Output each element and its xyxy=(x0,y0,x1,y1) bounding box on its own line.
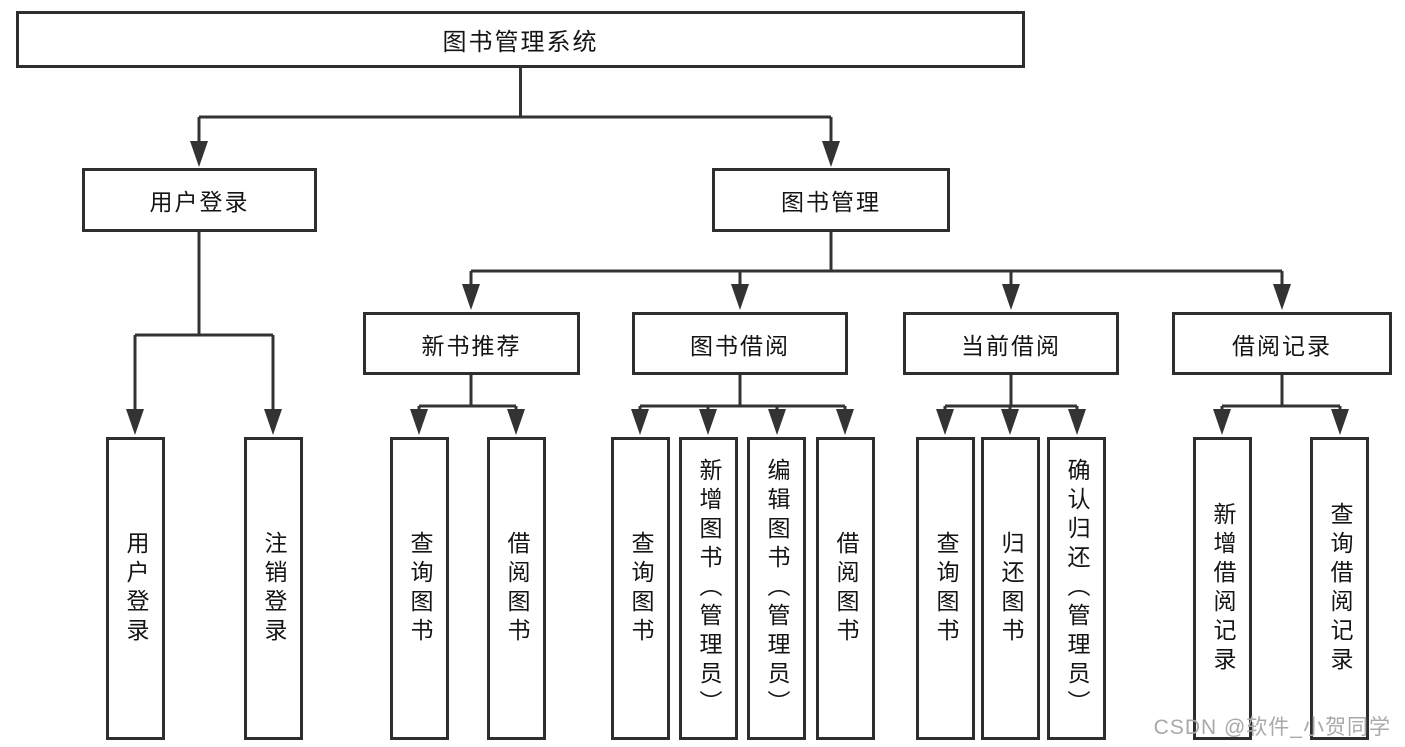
leaf-edit-book-admin: 编辑图书（管理员） xyxy=(747,437,806,740)
arrowhead-icon xyxy=(822,141,840,167)
leaf-label: 新增借阅记录 xyxy=(1210,501,1236,676)
leaf-label: 查询图书 xyxy=(628,530,654,647)
arrowhead-icon xyxy=(1068,409,1086,435)
leaf-label: 用户登录 xyxy=(123,530,149,647)
leaf-logout: 注销登录 xyxy=(244,437,303,740)
leaf-label: 借阅图书 xyxy=(833,530,859,647)
arrowhead-icon xyxy=(699,409,717,435)
connector-newbook-branch xyxy=(417,375,518,411)
node-root-label: 图书管理系统 xyxy=(442,29,599,56)
arrowhead-icon xyxy=(190,141,208,167)
leaf-borrow-books: 借阅图书 xyxy=(816,437,875,740)
arrowhead-icon xyxy=(264,409,282,435)
arrowhead-icon xyxy=(1273,284,1291,310)
arrowhead-icon xyxy=(1213,409,1231,435)
arrowhead-icon xyxy=(631,409,649,435)
arrowhead-icon xyxy=(1002,284,1020,310)
node-label: 图书管理 xyxy=(781,189,881,215)
arrowhead-icon xyxy=(768,409,786,435)
leaf-label: 确认归还（管理员） xyxy=(1064,458,1090,719)
leaf-label: 归还图书 xyxy=(998,530,1024,647)
leaf-add-borrow-record: 新增借阅记录 xyxy=(1193,437,1252,740)
connector-current-branch xyxy=(943,375,1079,411)
node-label: 图书借阅 xyxy=(690,332,790,359)
leaf-add-book-admin: 新增图书（管理员） xyxy=(679,437,738,740)
arrowhead-icons xyxy=(126,141,1349,435)
arrowhead-icon xyxy=(1001,409,1019,435)
leaf-label: 借阅图书 xyxy=(504,530,530,647)
node-current-borrow: 当前借阅 xyxy=(903,312,1119,375)
leaf-label: 编辑图书（管理员） xyxy=(764,458,790,719)
leaf-query-books-recommend: 查询图书 xyxy=(390,437,449,740)
leaf-label: 新增图书（管理员） xyxy=(696,458,722,719)
arrowhead-icon xyxy=(936,409,954,435)
node-book-borrow: 图书借阅 xyxy=(632,312,848,375)
leaf-query-books-current: 查询图书 xyxy=(916,437,975,740)
arrowhead-icon xyxy=(731,284,749,310)
arrowhead-icon xyxy=(462,284,480,310)
leaf-borrow-books-recommend: 借阅图书 xyxy=(487,437,546,740)
node-label: 当前借阅 xyxy=(961,332,1061,359)
leaf-user-login: 用户登录 xyxy=(106,437,165,740)
node-new-book-recommend: 新书推荐 xyxy=(363,312,580,375)
leaf-return-book: 归还图书 xyxy=(981,437,1040,740)
arrowhead-icon xyxy=(1331,409,1349,435)
node-label: 借阅记录 xyxy=(1232,332,1332,359)
node-book-management-module: 图书管理 xyxy=(712,168,950,232)
connector-book-to-level3 xyxy=(469,232,1284,286)
arrowhead-icon xyxy=(507,409,525,435)
leaf-confirm-return-admin: 确认归还（管理员） xyxy=(1047,437,1106,740)
node-user-login-module: 用户登录 xyxy=(82,168,317,232)
node-borrow-records: 借阅记录 xyxy=(1172,312,1392,375)
arrowhead-icon xyxy=(410,409,428,435)
arrowhead-icon xyxy=(836,409,854,435)
node-label: 新书推荐 xyxy=(421,332,522,359)
leaf-query-borrow-record: 查询借阅记录 xyxy=(1310,437,1369,740)
leaf-label: 注销登录 xyxy=(261,530,287,647)
leaf-label: 查询图书 xyxy=(407,530,433,647)
node-label: 用户登录 xyxy=(149,189,250,215)
arrowhead-icon xyxy=(126,409,144,435)
node-root-system: 图书管理系统 xyxy=(16,11,1025,68)
connector-user-branch xyxy=(133,232,275,411)
leaf-label: 查询借阅记录 xyxy=(1327,501,1353,676)
leaf-query-books-borrow: 查询图书 xyxy=(611,437,670,740)
connector-borrow-branch xyxy=(638,375,847,411)
leaf-label: 查询图书 xyxy=(933,530,959,647)
connector-records-branch xyxy=(1220,375,1342,411)
connector-root-to-level2 xyxy=(197,68,833,143)
csdn-watermark: CSDN @软件_小贺同学 xyxy=(1153,716,1391,739)
